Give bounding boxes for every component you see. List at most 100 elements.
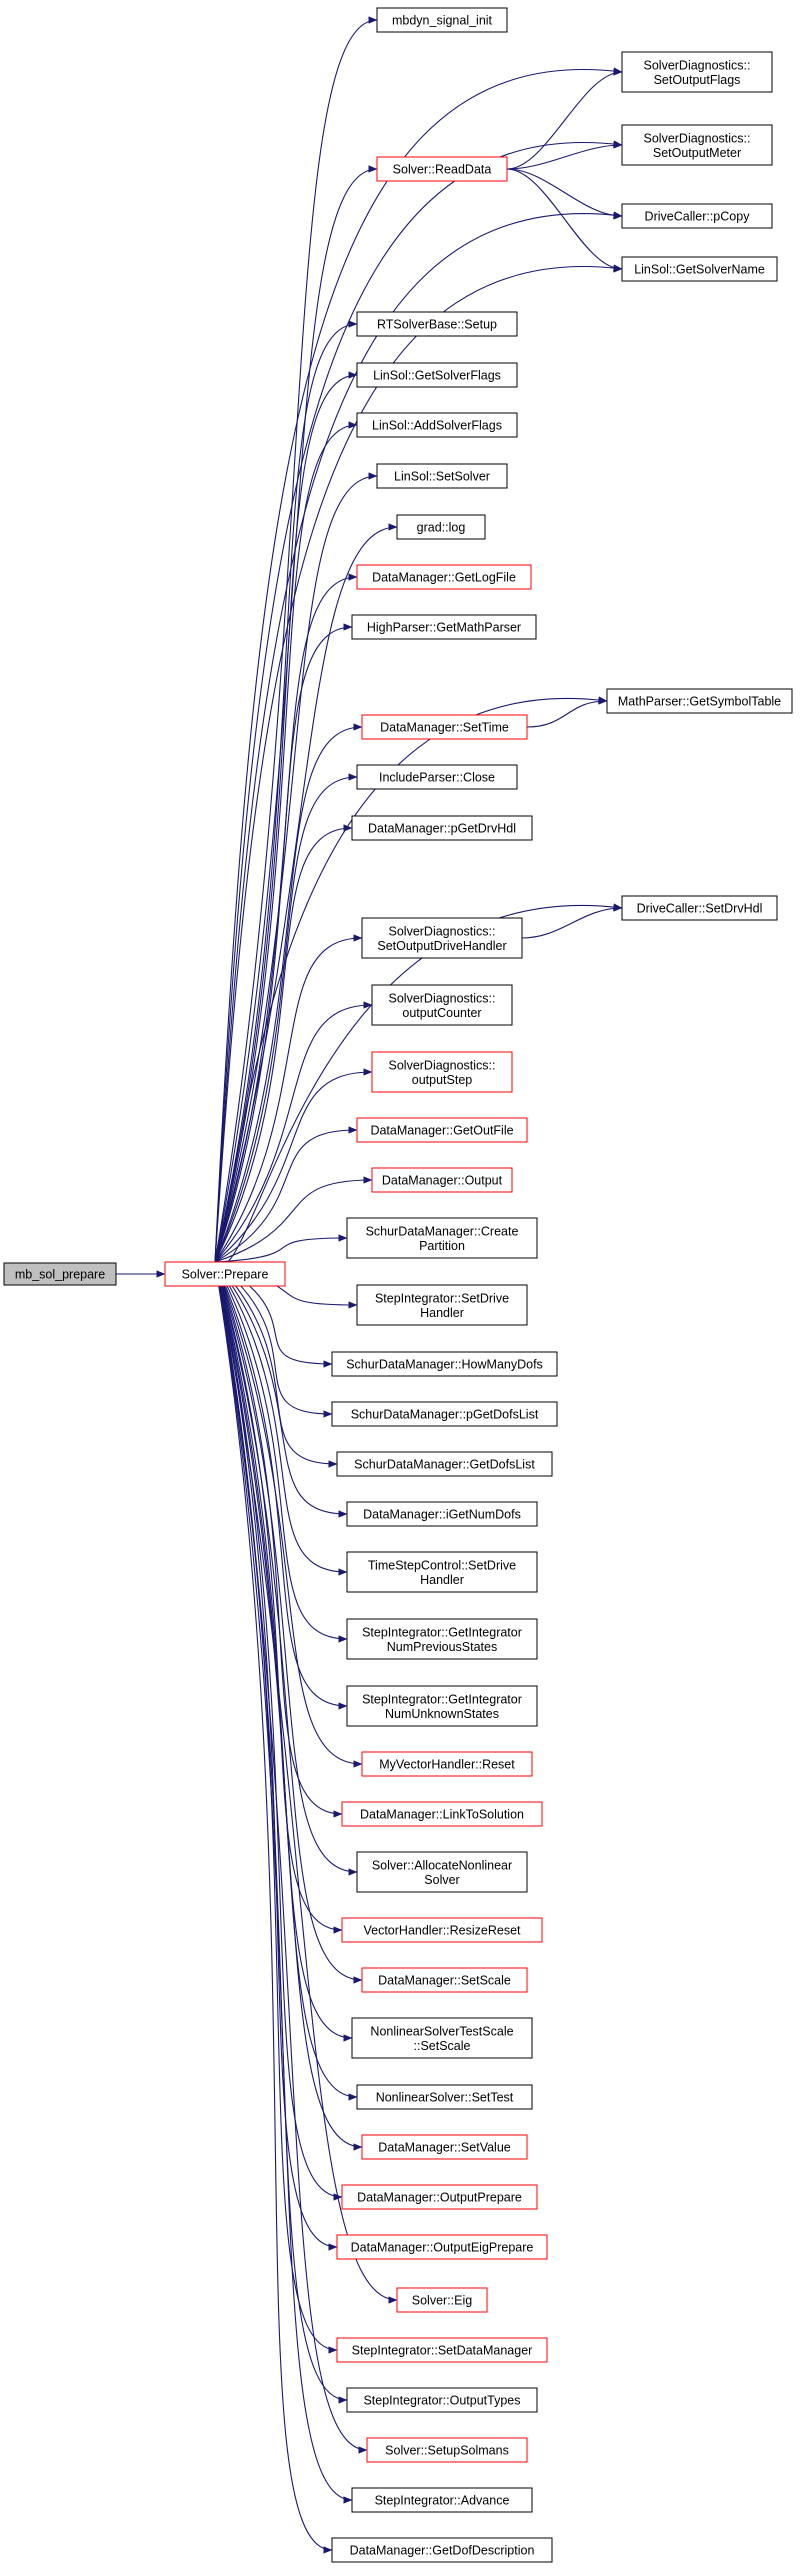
node-dmoutput[interactable]: DataManager::Output <box>371 1167 513 1193</box>
node-dmsetscale[interactable]: DataManager::SetScale <box>361 1967 528 1993</box>
edge-prepare-to-getdofdescription <box>214 1261 333 2554</box>
node-readdata[interactable]: Solver::ReadData <box>376 156 508 182</box>
edge-prepare-to-setoutputflags <box>214 67 623 1263</box>
node-setoutputflags[interactable]: SolverDiagnostics::SetOutputFlags <box>621 51 773 93</box>
node-layer: mb_sol_prepare Solver::Prepare mbdyn_signa… <box>3 7 793 2563</box>
node-label: Solver <box>424 1873 459 1887</box>
node-label: LinSol::SetSolver <box>394 470 490 484</box>
node-getsolverflags[interactable]: LinSol::GetSolverFlags <box>356 362 518 388</box>
node-getsolvername[interactable]: LinSol::GetSolverName <box>621 256 778 282</box>
node-pgetdrvhdl[interactable]: DataManager::pGetDrvHdl <box>351 815 533 841</box>
node-includeclose[interactable]: IncludeParser::Close <box>356 764 518 790</box>
node-label: Handler <box>420 1573 464 1587</box>
node-box <box>621 124 773 166</box>
node-box <box>331 1401 558 1427</box>
edge-prepare-to-includeclose <box>214 773 358 1263</box>
node-label: MathParser::GetSymbolTable <box>618 695 781 709</box>
node-box <box>366 2437 528 2463</box>
node-outputprepare[interactable]: DataManager::OutputPrepare <box>341 2184 538 2210</box>
node-outputstep[interactable]: SolverDiagnostics::outputStep <box>371 1051 513 1093</box>
node-mbdyn_signal_init[interactable]: mbdyn_signal_init <box>376 7 508 33</box>
node-solvereig[interactable]: Solver::Eig <box>396 2287 488 2313</box>
node-box <box>3 1262 117 1286</box>
node-box <box>346 1685 538 1727</box>
node-label: SolverDiagnostics:: <box>389 1058 496 1072</box>
node-box <box>361 917 523 959</box>
node-howmanydofs[interactable]: SchurDataManager::HowManyDofs <box>331 1351 558 1377</box>
node-label: SchurDataManager::GetDofsList <box>354 1458 535 1472</box>
node-nlssettest[interactable]: NonlinearSolver::SetTest <box>356 2084 533 2110</box>
node-label: Partition <box>419 1239 465 1253</box>
node-outputtypes[interactable]: StepIntegrator::OutputTypes <box>346 2387 538 2413</box>
node-rtsetup[interactable]: RTSolverBase::Setup <box>356 311 518 337</box>
edge-prepare-to-mbdyn_signal_init <box>214 16 378 1263</box>
node-label: StepIntegrator::GetIntegrator <box>362 1625 522 1639</box>
edge-prepare-to-getsymboltable <box>214 696 608 1263</box>
node-label: SolverDiagnostics:: <box>389 991 496 1005</box>
edge-prepare-to-readdata <box>214 165 378 1263</box>
node-setupsolmans[interactable]: Solver::SetupSolmans <box>366 2437 528 2463</box>
edge-prepare-to-rtsetup <box>214 320 358 1263</box>
node-label: StepIntegrator::SetDataManager <box>352 2344 533 2358</box>
node-box <box>351 614 537 640</box>
node-gradlog[interactable]: grad::log <box>396 514 486 540</box>
node-label: mb_sol_prepare <box>15 1268 105 1282</box>
edge-settime-to-getsymboltable <box>526 697 608 728</box>
node-getdofslist[interactable]: SchurDataManager::GetDofsList <box>336 1451 553 1477</box>
node-addsolverflags[interactable]: LinSol::AddSolverFlags <box>356 412 518 438</box>
node-setoutputmeter[interactable]: SolverDiagnostics::SetOutputMeter <box>621 124 773 166</box>
node-pcopy[interactable]: DriveCaller::pCopy <box>621 203 773 229</box>
node-getdofdescription[interactable]: DataManager::GetDofDescription <box>331 2537 553 2563</box>
node-myvhreset[interactable]: MyVectorHandler::Reset <box>361 1751 533 1777</box>
node-getoutfile[interactable]: DataManager::GetOutFile <box>356 1117 528 1143</box>
node-box <box>331 1351 558 1377</box>
node-setsolver[interactable]: LinSol::SetSolver <box>376 463 508 489</box>
node-label: outputStep <box>412 1073 473 1087</box>
node-pgetdofslist[interactable]: SchurDataManager::pGetDofsList <box>331 1401 558 1427</box>
edge-prepare-to-allocatenonlinear <box>214 1261 358 1876</box>
node-getsymboltable[interactable]: MathParser::GetSymbolTable <box>606 688 793 714</box>
node-getmathparser[interactable]: HighParser::GetMathParser <box>351 614 537 640</box>
node-box <box>376 463 508 489</box>
node-outputeigprepare[interactable]: DataManager::OutputEigPrepare <box>336 2234 548 2260</box>
node-box <box>346 1501 538 1527</box>
node-label: grad::log <box>417 521 466 535</box>
node-numprevstates[interactable]: StepIntegrator::GetIntegratorNumPrevious… <box>346 1618 538 1660</box>
node-setdrvhdl[interactable]: DriveCaller::SetDrvHdl <box>621 895 778 921</box>
node-resizereset[interactable]: VectorHandler::ResizeReset <box>341 1917 543 1943</box>
node-getlogfile[interactable]: DataManager::GetLogFile <box>356 564 532 590</box>
node-label: mbdyn_signal_init <box>392 14 493 28</box>
node-outputcounter[interactable]: SolverDiagnostics::outputCounter <box>371 984 513 1026</box>
node-root[interactable]: mb_sol_prepare <box>3 1262 117 1286</box>
node-label: TimeStepControl::SetDrive <box>368 1558 516 1572</box>
node-box <box>341 1801 543 1827</box>
node-box <box>371 1051 513 1093</box>
node-numunknownstates[interactable]: StepIntegrator::GetIntegratorNumUnknownS… <box>346 1685 538 1727</box>
node-dmsetvalue[interactable]: DataManager::SetValue <box>361 2134 528 2160</box>
node-box <box>341 2184 538 2210</box>
node-igetnumdofs[interactable]: DataManager::iGetNumDofs <box>346 1501 538 1527</box>
edge-prepare-to-setsolver <box>214 472 378 1263</box>
edge-setoutputdrivehandler-to-setdrvhdl <box>521 904 623 939</box>
edge-prepare-to-dmsetscale <box>214 1261 363 1984</box>
node-box <box>331 2537 553 2563</box>
node-settime[interactable]: DataManager::SetTime <box>361 714 528 740</box>
node-label: StepIntegrator::GetIntegrator <box>362 1692 522 1706</box>
edge-prepare-to-outputcounter <box>214 1001 373 1263</box>
edge-prepare-to-solvereig <box>214 1261 398 2304</box>
node-box <box>361 1751 533 1777</box>
node-label: NonlinearSolverTestScale <box>370 2024 513 2038</box>
node-siadvance[interactable]: StepIntegrator::Advance <box>351 2487 533 2513</box>
node-setdatamanager[interactable]: StepIntegrator::SetDataManager <box>336 2337 548 2363</box>
edge-prepare-to-setupsolmans <box>214 1261 368 2454</box>
node-box <box>341 1917 543 1943</box>
edge-prepare-to-numprevstates <box>214 1261 348 1643</box>
node-prepare[interactable]: Solver::Prepare <box>164 1261 286 1287</box>
node-setoutputdrivehandler[interactable]: SolverDiagnostics::SetOutputDriveHandler <box>361 917 523 959</box>
node-linktosolution[interactable]: DataManager::LinkToSolution <box>341 1801 543 1827</box>
node-nlstsetscale[interactable]: NonlinearSolverTestScale::SetScale <box>351 2017 533 2059</box>
